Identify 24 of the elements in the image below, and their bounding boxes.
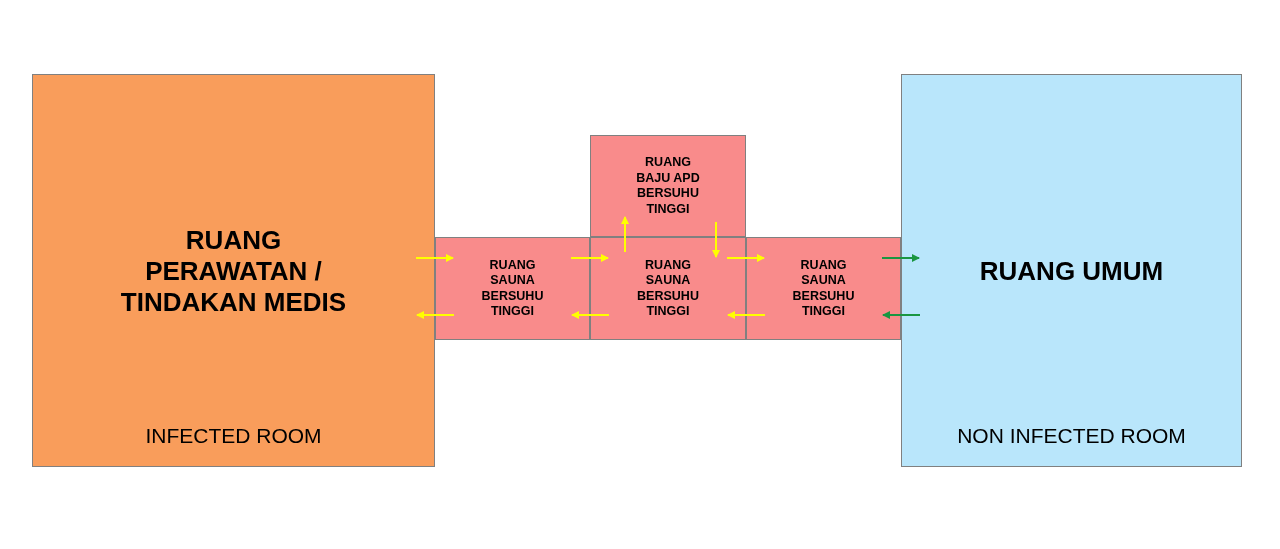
- arrow: [727, 311, 766, 319]
- arrow: [415, 254, 454, 262]
- room-cell: [590, 237, 746, 340]
- room-category: NON INFECTED ROOM: [956, 424, 1187, 448]
- room-name: RUANG SAUNA BERSUHU TINGGI: [636, 257, 700, 320]
- room-cell: [746, 237, 901, 340]
- room-category: INFECTED ROOM: [144, 424, 323, 448]
- room-box: [32, 74, 435, 467]
- room-name: RUANG PERAWATAN / TINDAKAN MEDIS: [119, 224, 348, 317]
- arrow: [621, 216, 629, 253]
- room-box: [901, 74, 1242, 467]
- arrow: [726, 254, 765, 262]
- room-name: RUANG BAJU APD BERSUHU TINGGI: [635, 155, 701, 217]
- arrow: [416, 311, 455, 319]
- arrow: [712, 221, 720, 258]
- room-cell: [435, 237, 590, 340]
- room-name: RUANG UMUM: [978, 255, 1165, 286]
- arrow: [882, 311, 921, 319]
- room-cell: [590, 135, 746, 237]
- room-name: RUANG SAUNA BERSUHU TINGGI: [480, 257, 545, 320]
- arrow: [571, 311, 610, 319]
- arrow: [881, 254, 920, 262]
- arrow: [570, 254, 609, 262]
- room-name: RUANG SAUNA BERSUHU TINGGI: [791, 257, 856, 320]
